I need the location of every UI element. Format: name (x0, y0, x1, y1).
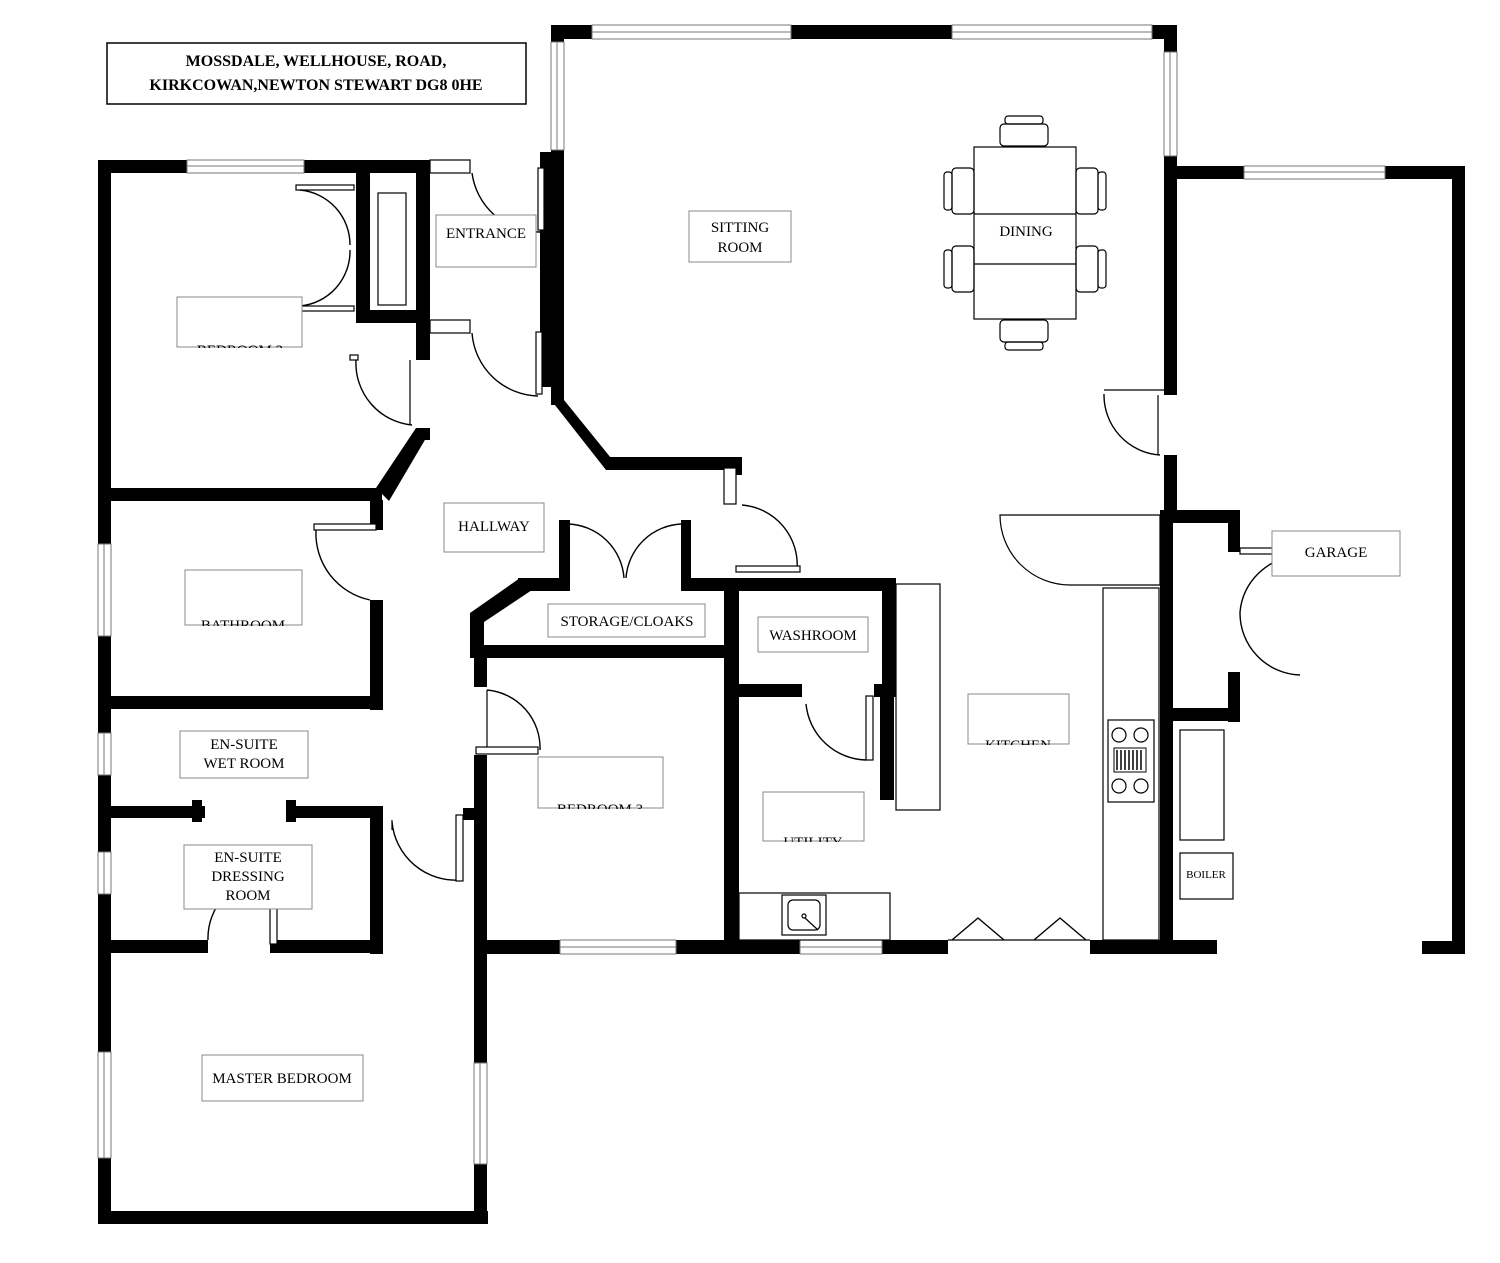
door-bedroom2-wardrobe (295, 184, 355, 312)
door-master-bedroom (391, 814, 464, 882)
window-bedroom3-south (559, 939, 677, 955)
door-storage (567, 523, 683, 579)
wardrobe-rail (377, 192, 407, 306)
window-sitting-top-2 (951, 24, 1153, 40)
label-ensuite-dressing-1: EN-SUITE (214, 850, 282, 866)
hob-icon (1107, 719, 1155, 803)
door-bedroom3 (475, 689, 541, 755)
label-garage: GARAGE (1305, 545, 1368, 561)
door-sitting-hallway (723, 467, 801, 573)
door-entrance-inner (429, 319, 543, 397)
window-master-west (97, 1051, 112, 1159)
window-utility-south (799, 939, 883, 955)
label-master-bedroom: MASTER BEDROOM (212, 1071, 352, 1087)
doors (207, 159, 1301, 945)
window-bedroom2-top (186, 159, 305, 174)
title-block: MOSSDALE, WELLHOUSE, ROAD, KIRKCOWAN,NEW… (106, 42, 527, 105)
garage-unit (1179, 729, 1225, 841)
label-ensuite-wet-2: WET ROOM (204, 756, 285, 772)
windows (97, 24, 1386, 1165)
window-garage-top (1243, 165, 1386, 180)
kitchen-unit (895, 583, 941, 811)
breakfast-bar (999, 514, 1161, 586)
label-washroom: WASHROOM (769, 628, 857, 644)
kitchen-counter (1102, 587, 1160, 941)
label-dining: DINING (999, 224, 1052, 240)
window-dressing-room (97, 851, 112, 895)
door-bedroom2 (349, 354, 413, 426)
label-ensuite-wet-1: EN-SUITE (210, 737, 278, 753)
title-line-1: MOSSDALE, WELLHOUSE, ROAD, (186, 53, 447, 70)
door-bathroom (313, 523, 377, 601)
title-line-2: KIRKCOWAN,NEWTON STEWART DG8 0HE (149, 77, 482, 94)
dining-table (943, 115, 1107, 351)
fixtures (738, 115, 1234, 941)
room-labels: ENTRANCE SITTING ROOM DINING BEDROOM 2 H… (176, 210, 1401, 1102)
label-entrance: ENTRANCE (446, 226, 526, 242)
utility-counter (738, 892, 891, 941)
door-kitchen-folding (948, 917, 1090, 941)
label-ensuite-dressing-2: DRESSING (211, 869, 285, 885)
window-sitting-west (550, 41, 565, 151)
window-bathroom (97, 543, 112, 637)
door-washroom (805, 695, 874, 761)
door-sitting-east (1103, 389, 1164, 456)
label-sitting-room-1: SITTING (711, 220, 769, 236)
boiler-box (1179, 852, 1234, 900)
label-hallway: HALLWAY (458, 519, 530, 535)
label-sitting-room-2: ROOM (717, 240, 762, 256)
sink-icon (781, 894, 827, 936)
window-wet-room (97, 732, 112, 776)
label-ensuite-dressing-3: ROOM (225, 888, 270, 904)
label-storage-cloaks: STORAGE/CLOAKS (560, 614, 693, 630)
window-master-east (473, 1062, 488, 1165)
window-sitting-east (1163, 51, 1178, 157)
label-boiler: BOILER (1186, 869, 1226, 881)
window-sitting-top-1 (591, 24, 792, 40)
